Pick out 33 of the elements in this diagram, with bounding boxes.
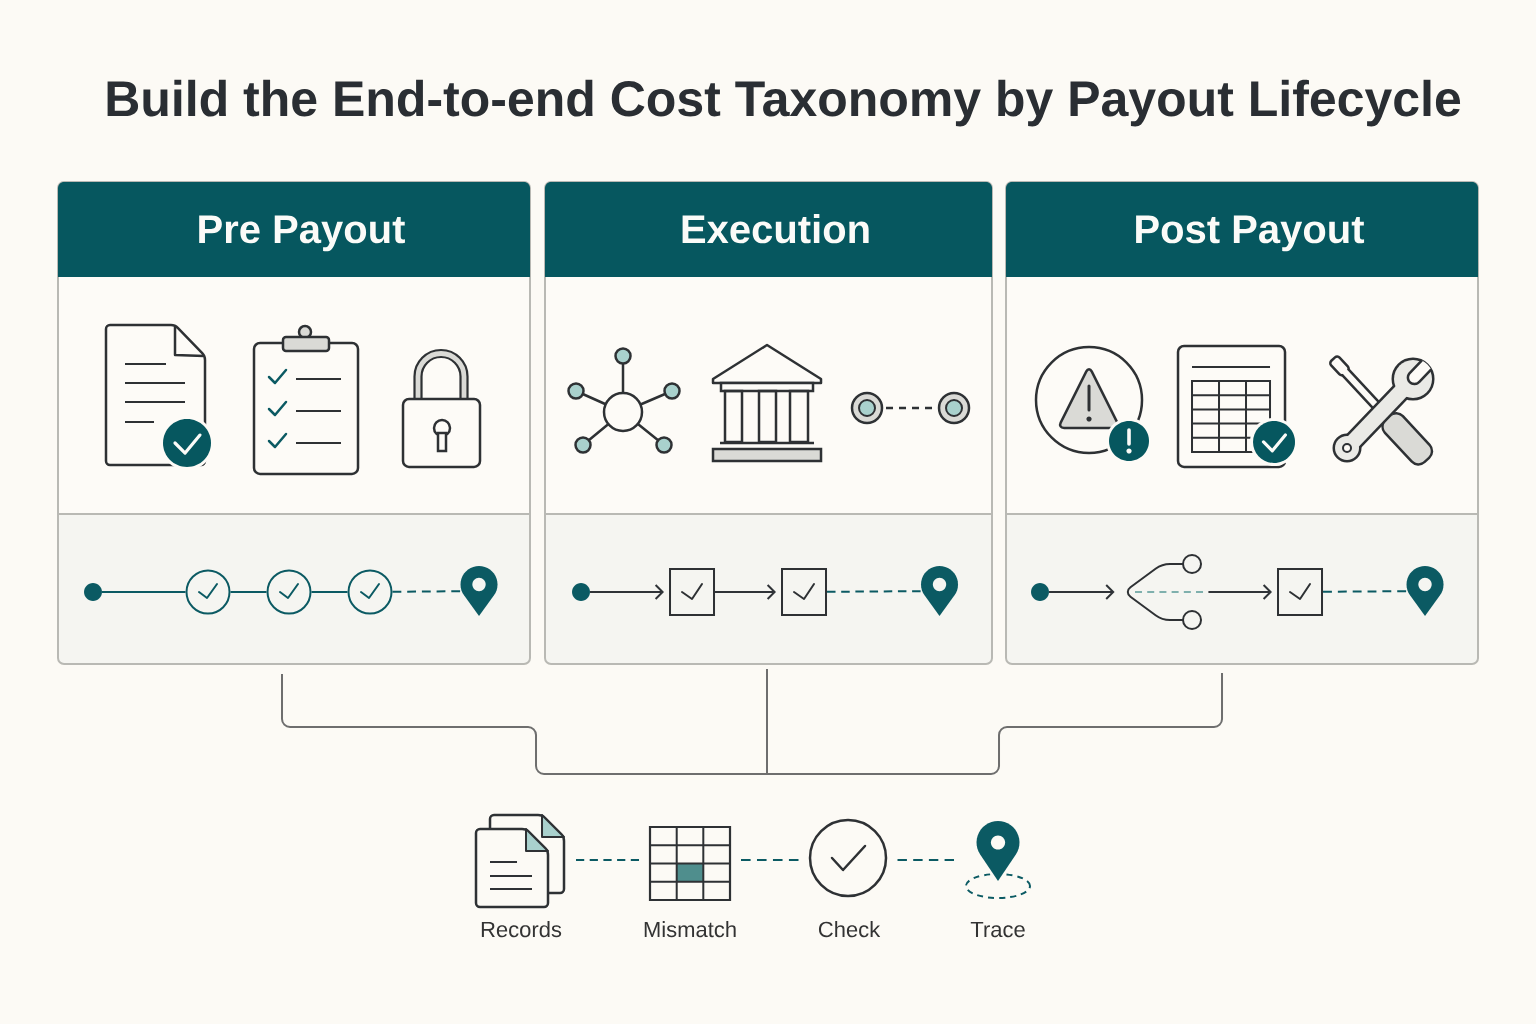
- checkbox: [669, 568, 715, 616]
- dashed-line: [391, 590, 462, 593]
- arrow: [589, 584, 664, 600]
- start-dot: [1031, 583, 1049, 601]
- header-band: Execution: [545, 182, 992, 277]
- header-band: Post Payout: [1006, 182, 1478, 277]
- map-pin: [1406, 566, 1444, 616]
- arrow: [1207, 584, 1272, 600]
- start-dot: [572, 583, 590, 601]
- dashed-line: [826, 590, 922, 593]
- connector-line: [229, 591, 268, 593]
- arrow: [714, 584, 776, 600]
- dashed-line: [740, 859, 800, 861]
- dashed-line: [575, 859, 640, 861]
- connector-line: [310, 591, 349, 593]
- node-label: Mismatch: [644, 921, 736, 938]
- dashed-line: [896, 859, 955, 861]
- check-circle: [185, 569, 231, 615]
- node-label: Check: [818, 921, 881, 938]
- map-pin: [460, 566, 498, 616]
- node-label: Trace: [970, 921, 1025, 938]
- node-label: Records: [481, 921, 562, 938]
- connector-line: [101, 591, 187, 593]
- check-circle: [347, 569, 393, 615]
- title: Build the End-to-end Cost Taxonomy by Payout Lifecycle: [107, 79, 1461, 127]
- dashed-line: [1322, 590, 1408, 593]
- arrow: [1048, 584, 1115, 600]
- start-dot: [84, 583, 102, 601]
- checkbox: [781, 568, 827, 616]
- header-band: Pre Payout: [58, 182, 530, 277]
- check-circle: [266, 569, 312, 615]
- checkbox: [1277, 568, 1323, 616]
- map-pin: [921, 566, 958, 616]
